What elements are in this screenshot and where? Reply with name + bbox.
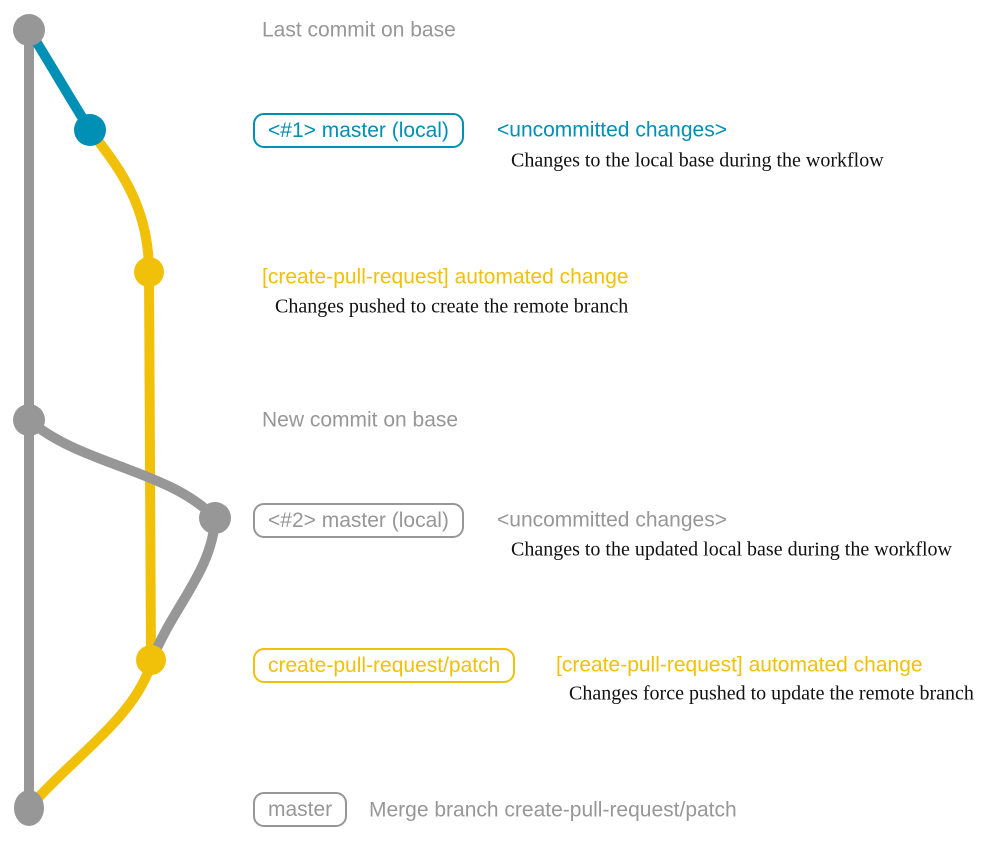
commit-dot-last-base — [13, 14, 45, 46]
master-local-2-merge-line — [147, 513, 220, 665]
commit-message-new-base: New commit on base — [262, 408, 459, 432]
commit-dot-new-base — [13, 404, 45, 436]
branch-label-patch: create-pull-request/patch — [253, 648, 516, 683]
branch-label-master-local-1: <#1> master (local) — [253, 113, 464, 148]
master-local-2-branch-line — [24, 415, 220, 523]
commit-message-patch-1: [create-pull-request] automated change — [262, 265, 629, 289]
branch-label-master-local-2: <#2> master (local) — [253, 503, 464, 538]
master-local-branch-line — [24, 25, 95, 135]
commit-message-local-1: <uncommitted changes> — [497, 118, 727, 142]
branch-label-text: <#2> master (local) — [268, 508, 449, 532]
branch-label-text: master — [268, 797, 333, 821]
commit-note-patch-1: Changes pushed to create the remote bran… — [275, 295, 629, 318]
commit-note-local-2: Changes to the updated local base during… — [511, 538, 952, 561]
commit-dot-merge — [14, 790, 44, 826]
branch-label-text: <#1> master (local) — [268, 118, 449, 142]
commit-note-patch-2: Changes force pushed to update the remot… — [569, 682, 974, 705]
commit-note-local-1: Changes to the local base during the wor… — [511, 149, 884, 172]
commit-message-patch-2: [create-pull-request] automated change — [556, 653, 923, 677]
commit-dot-patch-2 — [136, 645, 166, 675]
commit-message-merge: Merge branch create-pull-request/patch — [369, 798, 737, 822]
patch-branch-line — [85, 125, 156, 665]
commit-message-local-2: <uncommitted changes> — [497, 508, 727, 532]
commit-dot-patch-1 — [134, 257, 164, 287]
commit-dot-local-1 — [74, 114, 106, 146]
commit-message-last-base: Last commit on base — [262, 18, 456, 42]
commit-dot-local-2 — [199, 502, 231, 534]
branch-label-text: create-pull-request/patch — [268, 653, 501, 677]
patch-merge-line — [24, 655, 157, 813]
branch-label-master: master — [253, 792, 348, 827]
